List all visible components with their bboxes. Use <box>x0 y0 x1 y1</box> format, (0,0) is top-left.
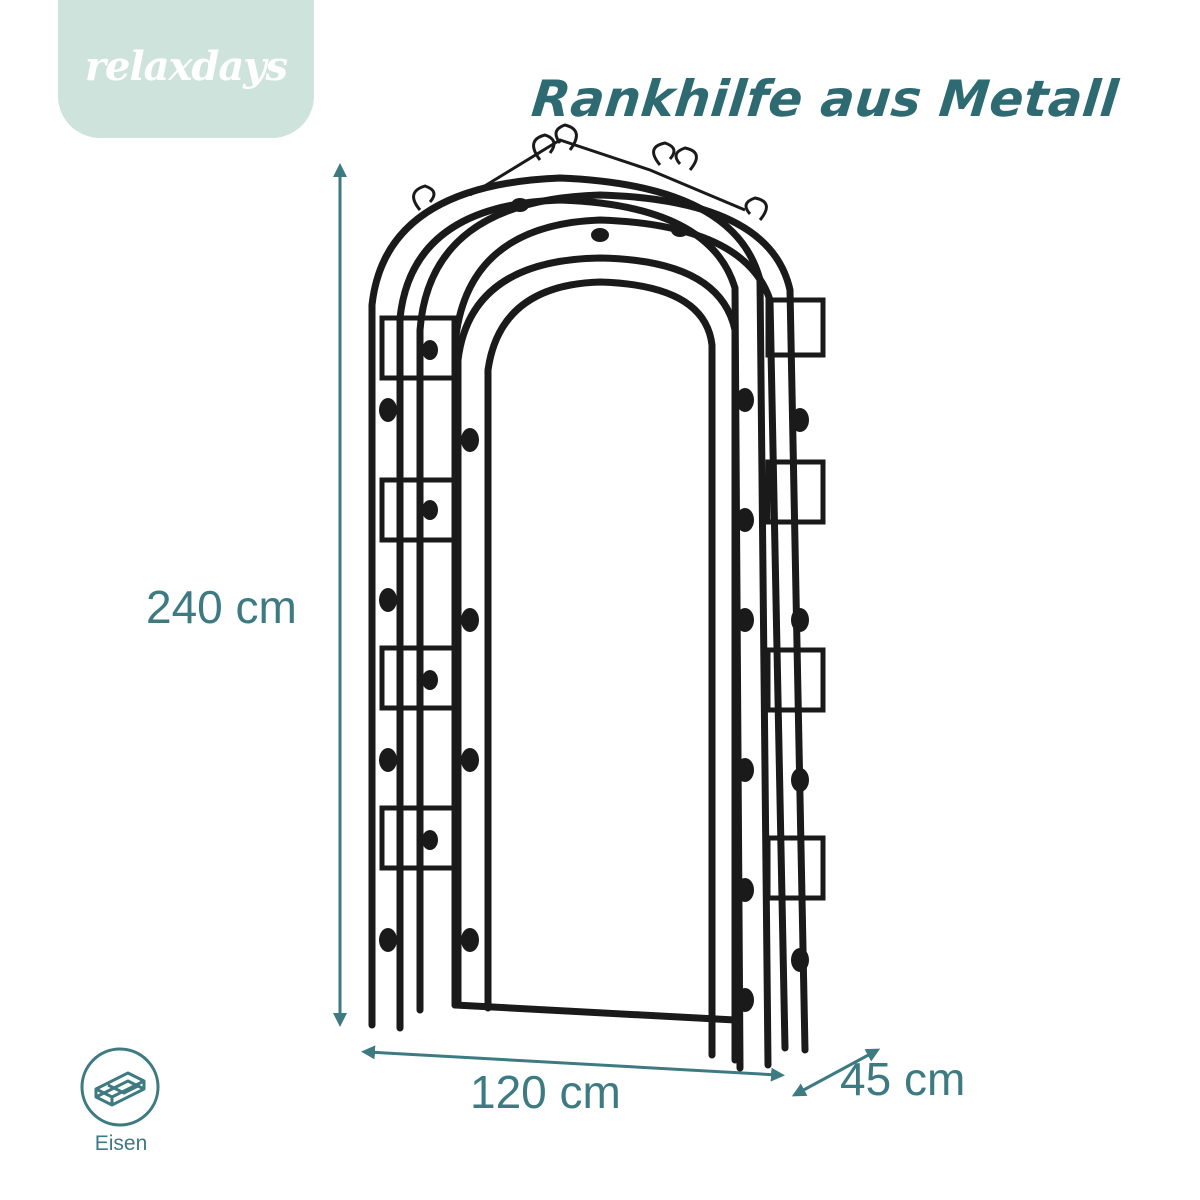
depth-label: 45 cm <box>840 1053 966 1105</box>
leaf-ornaments <box>379 198 809 1012</box>
material-label: Eisen <box>94 1132 148 1155</box>
right-side-panels <box>765 297 826 901</box>
iron-ingot-icon <box>80 1047 160 1127</box>
width-arrow <box>361 1045 785 1082</box>
arch-frame <box>368 174 809 1072</box>
top-scrollwork <box>412 123 768 221</box>
left-side-panels <box>379 315 457 871</box>
depth-arrow <box>791 1048 881 1097</box>
brand-logo-badge: relaxdays <box>58 0 314 138</box>
height-label: 240 cm <box>146 581 297 633</box>
width-label: 120 cm <box>470 1066 621 1118</box>
brand-logo: relaxdays <box>84 42 288 90</box>
